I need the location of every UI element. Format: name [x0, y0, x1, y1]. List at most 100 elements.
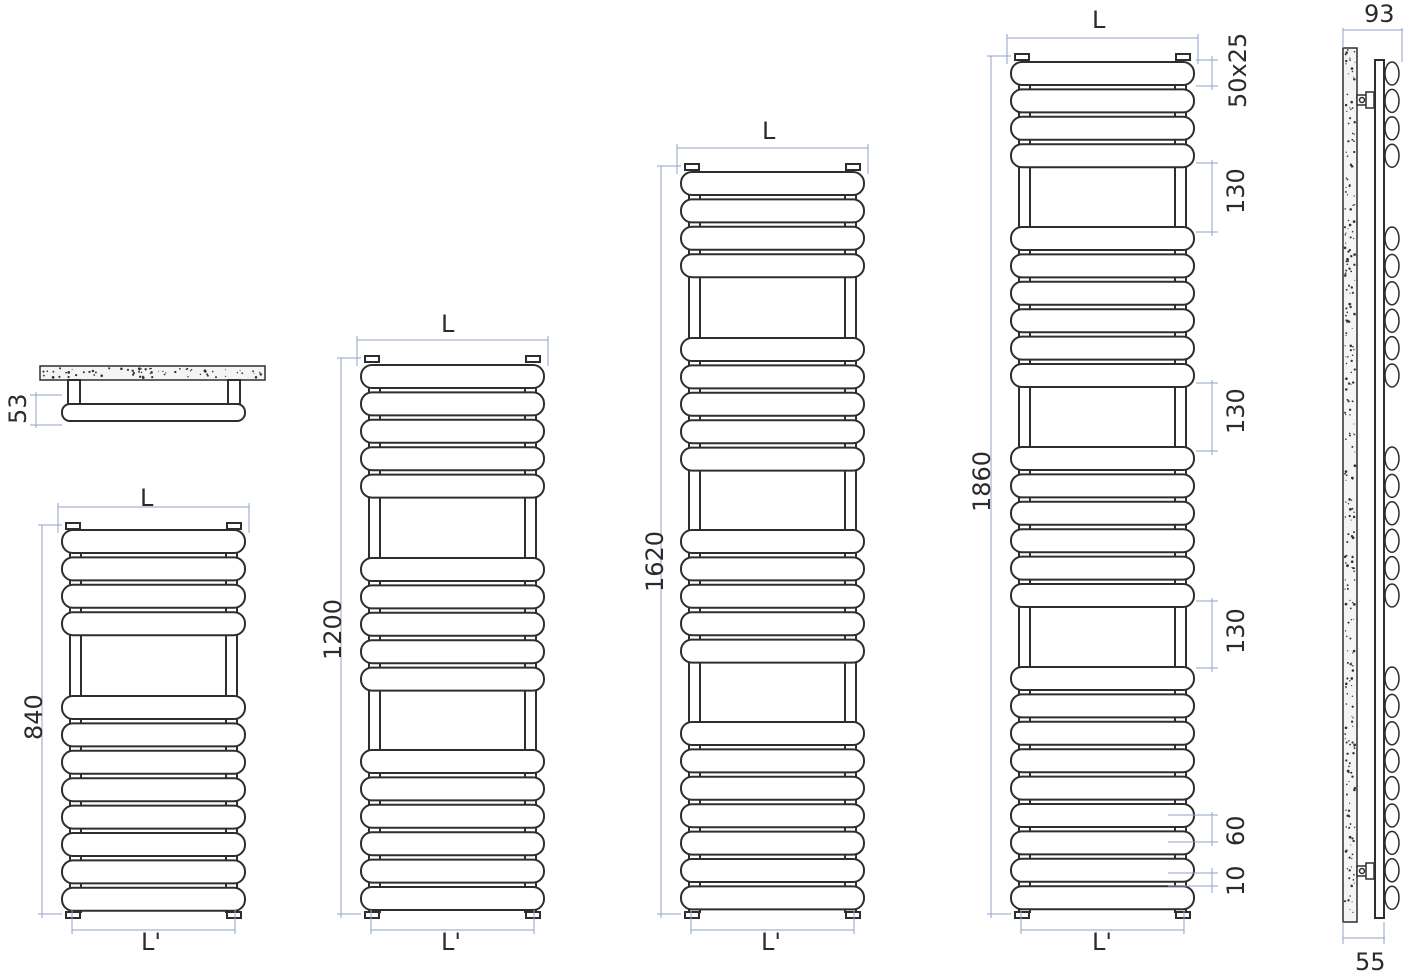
- radiator-bar: [360, 858, 545, 884]
- side-view-bracket-bottom: [1356, 862, 1376, 880]
- bar-profile: [1384, 335, 1400, 361]
- cap-bottom-left: [364, 911, 380, 919]
- radiator-bar: [1010, 280, 1195, 306]
- radiator-bar: [680, 364, 865, 390]
- cap-top-right: [1175, 53, 1191, 61]
- cap-top-left: [364, 355, 380, 363]
- side-view-bar-profiles: [1384, 61, 1400, 910]
- bar-profile: [1384, 583, 1400, 608]
- bar-profile: [1384, 253, 1400, 279]
- radiator-bar: [1010, 143, 1195, 169]
- bar-profile: [1384, 830, 1400, 856]
- side-depth-label: 93: [1364, 0, 1395, 28]
- bar-profile: [1384, 143, 1400, 168]
- radiator-bar: [61, 583, 246, 609]
- gap-label-3: 130: [1222, 608, 1250, 654]
- radiator-bar: [1010, 446, 1195, 471]
- height-label-1200: 1200: [319, 599, 347, 660]
- radiator-bar: [360, 611, 545, 637]
- cap-top-left: [684, 163, 700, 171]
- top-view-wall-texture: [42, 367, 263, 380]
- width-label-840: L: [140, 484, 154, 512]
- bar-profile: [1384, 555, 1400, 581]
- radiator-1860: [987, 34, 1199, 934]
- radiator-bar: [360, 639, 545, 665]
- bar-profile: [1384, 721, 1400, 746]
- cap-bottom-right: [1175, 911, 1191, 919]
- centers-label-1860: L': [1092, 928, 1112, 956]
- radiator-bar: [61, 832, 246, 857]
- radiator-bar: [1010, 885, 1195, 911]
- side-view-wall-texture: [1343, 49, 1357, 914]
- bar-profile: [1384, 88, 1400, 114]
- top-view-bracket-left: [67, 379, 81, 405]
- radiator-bar: [360, 473, 545, 499]
- radiator-bar: [360, 803, 545, 829]
- cap-bottom-left: [65, 911, 81, 919]
- radiator-bar: [61, 859, 246, 885]
- radiator-bar: [61, 611, 246, 637]
- bar-profile: [1384, 748, 1400, 773]
- radiator-bar: [61, 556, 246, 582]
- radiator-bar: [1010, 555, 1195, 581]
- bar-profile: [1384, 666, 1400, 691]
- cap-top-right: [226, 522, 242, 530]
- radiator-bar: [1010, 583, 1195, 608]
- bottom-gap-label: 10: [1222, 865, 1250, 896]
- radiator-bar: [1010, 666, 1195, 691]
- radiator-bar: [1010, 857, 1195, 883]
- cap-bottom-left: [1014, 911, 1030, 919]
- radiator-bar: [360, 831, 545, 857]
- cap-top-left: [65, 522, 81, 530]
- cap-bottom-right: [845, 911, 861, 919]
- side-wall-label: 55: [1355, 948, 1386, 976]
- bar-profile: [1384, 363, 1400, 388]
- radiator-bar: [1010, 528, 1195, 554]
- side-view-collector: [1374, 59, 1385, 919]
- bar-profile: [1384, 885, 1400, 910]
- radiator-bar: [360, 391, 545, 417]
- top-view-bracket-right: [227, 379, 241, 405]
- gap-label-1: 130: [1222, 168, 1250, 214]
- radiator-bar: [680, 391, 865, 417]
- centers-label-1620: L': [761, 928, 781, 956]
- cap-top-left: [1014, 53, 1030, 61]
- radiator-bar: [1010, 803, 1195, 828]
- radiator-bar: [680, 556, 865, 582]
- radiator-bar: [680, 198, 865, 224]
- radiator-1200: [337, 336, 549, 934]
- radiator-bar: [61, 886, 246, 912]
- radiator-bar: [1010, 88, 1195, 114]
- radiator-bar: [61, 749, 246, 775]
- radiator-bar: [61, 722, 246, 748]
- top-view-depth-label: 53: [4, 393, 32, 424]
- radiator-bar: [680, 748, 865, 774]
- top-view: 53: [4, 365, 266, 428]
- radiator-bar: [1010, 693, 1195, 719]
- bar-profile: [1384, 473, 1400, 499]
- side-view: 93 55: [1342, 0, 1403, 976]
- radiator-bar: [61, 695, 246, 720]
- radiator-bar: [680, 253, 865, 279]
- radiator-bar: [680, 611, 865, 637]
- bar-profile: [1384, 858, 1400, 883]
- cap-bottom-left: [684, 911, 700, 919]
- cap-bottom-right: [226, 911, 242, 919]
- radiator-bar: [1010, 115, 1195, 141]
- gap-label-2: 130: [1222, 388, 1250, 434]
- radiator-bar: [680, 885, 865, 911]
- radiator-bar: [680, 803, 865, 829]
- bar-profile: [1384, 501, 1400, 526]
- centers-label-840: L': [141, 928, 161, 956]
- radiator-bar: [360, 584, 545, 610]
- bar-profile: [1384, 446, 1400, 471]
- height-label-840: 840: [20, 694, 48, 740]
- width-label-1620: L: [762, 117, 776, 145]
- radiator-bar: [61, 529, 246, 554]
- cap-top-right: [525, 355, 541, 363]
- radiator-bar: [360, 886, 545, 911]
- radiator-bar: [1010, 748, 1195, 774]
- radiator-bar: [1010, 253, 1195, 279]
- radiator-bar: [1010, 500, 1195, 526]
- bar-profile: [1384, 61, 1400, 86]
